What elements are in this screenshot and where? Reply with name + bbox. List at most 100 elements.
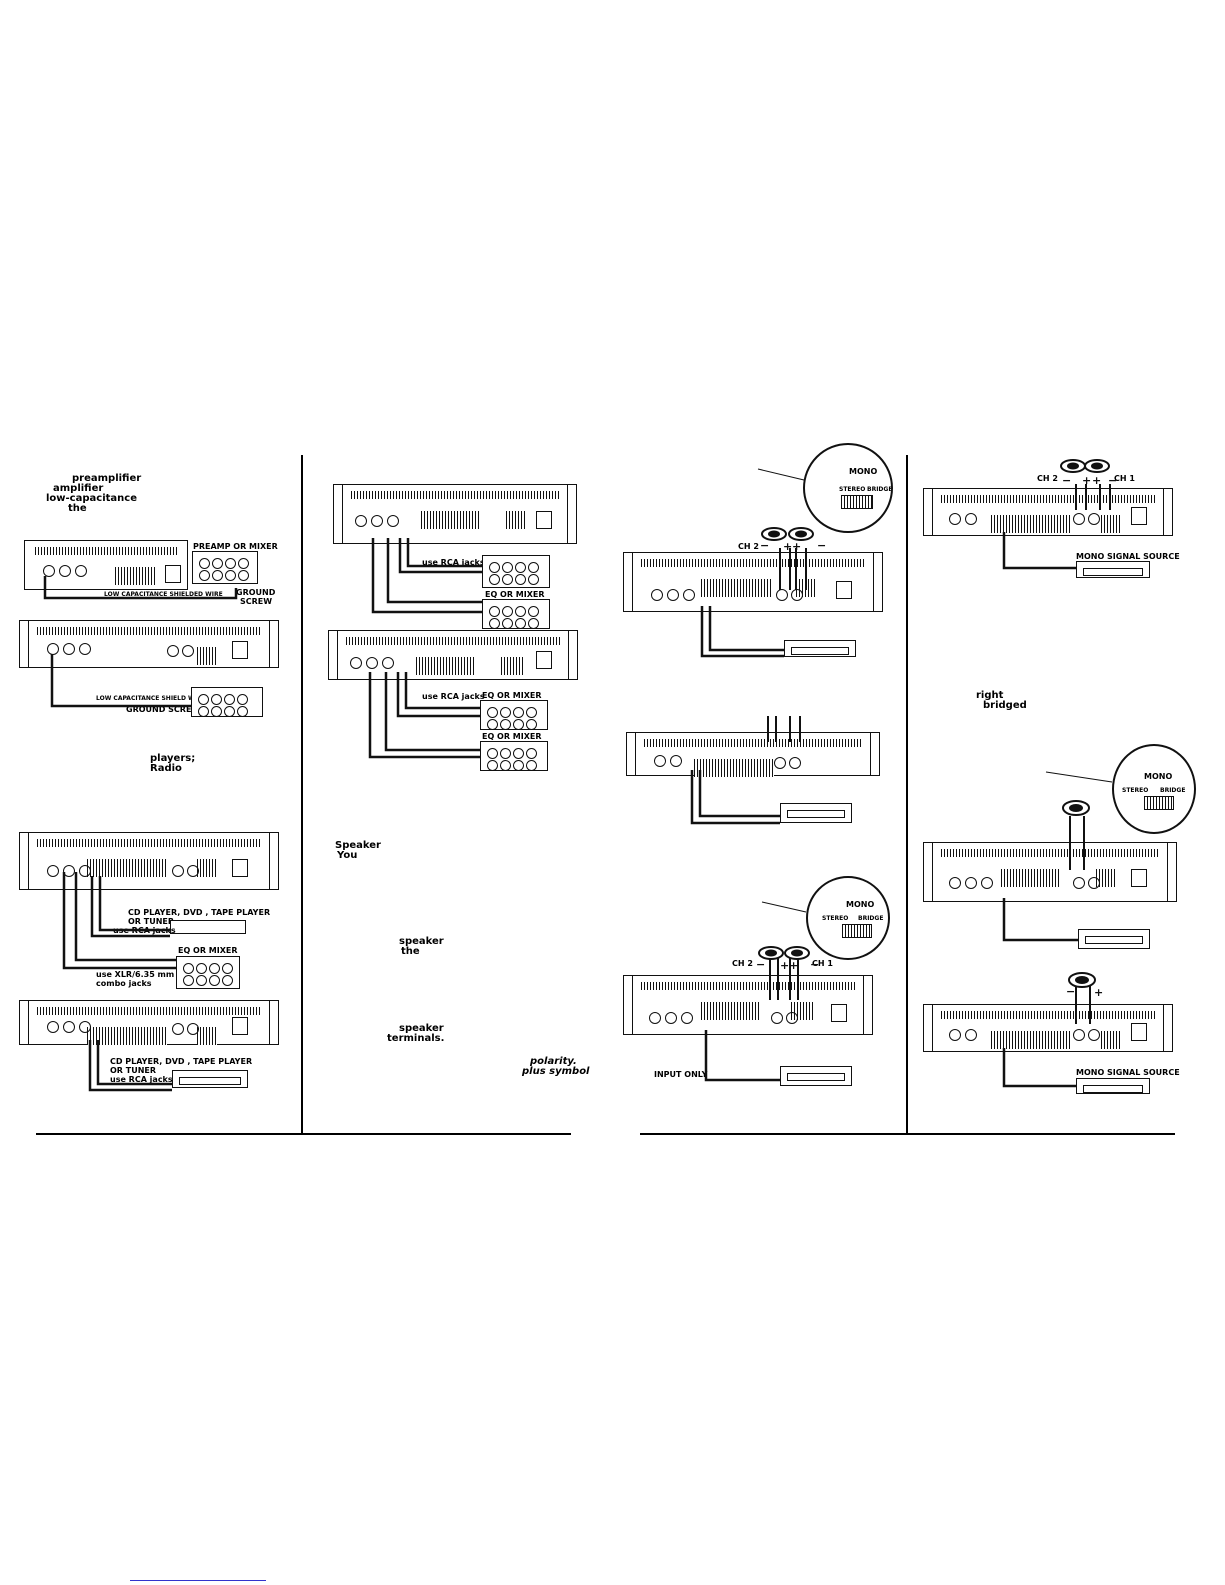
svg-text:+: + xyxy=(789,959,798,972)
footer-rule-right xyxy=(640,1133,1175,1135)
footer-link-underline[interactable] xyxy=(130,1580,266,1581)
stereo-bridge-switch[interactable] xyxy=(842,924,872,938)
amplifier-rear-panel xyxy=(623,975,873,1035)
label-ch2: CH 2 xyxy=(1037,474,1058,483)
signal-source-box xyxy=(780,803,852,823)
label-cd-player: CD PLAYER, DVD , TAPE PLAYER xyxy=(128,908,271,917)
mode-switch-magnifier: MONO STEREO BRIDGE xyxy=(1112,744,1196,834)
mono-signal-source-box xyxy=(1076,1078,1150,1094)
switch-label-bridge: BRIDGE xyxy=(867,486,893,493)
label-eq-or-mixer: EQ OR MIXER xyxy=(178,946,238,955)
svg-text:+: + xyxy=(792,540,801,553)
label-ground: GROUND xyxy=(236,588,276,597)
label-eq-or-mixer: EQ OR MIXER xyxy=(482,732,542,741)
label-screw: SCREW xyxy=(240,597,273,606)
text-polarity: polarity. xyxy=(530,1056,577,1067)
intro-text-amplifier: amplifier xyxy=(53,483,104,494)
label-ch1: CH 1 xyxy=(1114,474,1135,483)
column-divider-right xyxy=(906,455,908,1135)
cd-player-box xyxy=(170,920,246,934)
amplifier-rear-panel xyxy=(328,630,578,680)
column-divider-left xyxy=(301,455,303,1135)
switch-label-stereo: STEREO xyxy=(839,486,866,493)
switch-label-mono: MONO xyxy=(1144,772,1173,781)
label-combo-jacks: combo jacks xyxy=(96,979,152,988)
amplifier-rear-panel xyxy=(923,842,1177,902)
label-ground-screw: GROUND SCREW xyxy=(126,705,201,714)
signal-source-box xyxy=(780,1066,852,1086)
switch-label-bridge: BRIDGE xyxy=(1160,787,1186,794)
switch-label-mono: MONO xyxy=(846,900,875,909)
text-radio: Radio xyxy=(150,763,182,774)
svg-text:−: − xyxy=(760,539,769,552)
mode-switch-magnifier: MONO STEREO BRIDGE xyxy=(803,443,893,533)
label-use-rca-jacks: use RCA jacks xyxy=(422,558,485,567)
label-shield-wire: LOW CAPACITANCE SHIELD WIRE xyxy=(96,695,206,702)
label-ch2: CH 2 xyxy=(738,542,759,551)
amplifier-rear-panel xyxy=(24,540,188,590)
signal-source-box xyxy=(1078,929,1150,949)
intro-text-the: the xyxy=(68,503,87,514)
label-shielded-wire: LOW CAPACITANCE SHIELDED WIRE xyxy=(104,591,223,598)
svg-text:−: − xyxy=(817,539,826,552)
mode-switch-magnifier: MONO STEREO BRIDGE xyxy=(806,876,890,960)
svg-text:+: + xyxy=(780,959,789,972)
text-bridged: bridged xyxy=(983,700,1027,711)
label-or-tuner: OR TUNER xyxy=(128,917,175,926)
svg-text:+: + xyxy=(1082,474,1091,487)
label-use-rca-jacks: use RCA jacks xyxy=(422,692,485,701)
svg-text:+: + xyxy=(1092,474,1101,487)
text-right: right xyxy=(976,690,1004,701)
label-ch2: CH 2 xyxy=(732,959,753,968)
amplifier-rear-panel xyxy=(923,488,1173,536)
label-mono-signal-source: MONO SIGNAL SOURCE xyxy=(1076,552,1180,561)
text-the: the xyxy=(401,946,420,957)
label-preamp-or-mixer: PREAMP OR MIXER xyxy=(193,542,278,551)
text-plus-symbol: plus symbol xyxy=(522,1066,590,1077)
signal-source-box xyxy=(784,640,856,657)
amplifier-rear-panel xyxy=(19,832,279,890)
text-players: players; xyxy=(150,753,196,764)
cd-player-box xyxy=(172,1070,248,1088)
svg-text:+: + xyxy=(783,540,792,553)
intro-text-low-capacitance: low-capacitance xyxy=(46,493,137,504)
stereo-bridge-switch[interactable] xyxy=(1144,796,1174,810)
stereo-bridge-switch[interactable] xyxy=(841,495,873,509)
preamp-box xyxy=(191,687,263,717)
label-mono-signal-source: MONO SIGNAL SOURCE xyxy=(1076,1068,1180,1077)
switch-label-stereo: STEREO xyxy=(1122,787,1149,794)
amplifier-rear-panel xyxy=(626,732,880,777)
amplifier-rear-panel xyxy=(19,1000,279,1045)
switch-label-mono: MONO xyxy=(849,467,878,476)
label-eq-or-mixer: EQ OR MIXER xyxy=(485,590,545,599)
amplifier-rear-panel xyxy=(19,620,279,668)
svg-text:−: − xyxy=(1062,474,1071,487)
text-speaker: speaker xyxy=(399,1023,444,1034)
label-use-rca-jacks: use RCA jacks xyxy=(110,1075,173,1084)
switch-label-stereo: STEREO xyxy=(822,915,849,922)
text-speaker: Speaker xyxy=(335,840,381,851)
label-or-tuner: OR TUNER xyxy=(110,1066,157,1075)
eq-or-mixer-box xyxy=(176,956,240,989)
svg-text:−: − xyxy=(756,958,765,971)
label-use-xlr: use XLR/6.35 mm xyxy=(96,970,175,979)
svg-text:+: + xyxy=(1094,986,1103,999)
amplifier-rear-panel xyxy=(923,1004,1173,1052)
amplifier-rear-panel xyxy=(333,484,577,544)
label-cd-player: CD PLAYER, DVD , TAPE PLAYER xyxy=(110,1057,253,1066)
svg-text:−: − xyxy=(1108,474,1117,487)
svg-text:−: − xyxy=(1066,985,1075,998)
intro-text-preamplifier: preamplifier xyxy=(72,473,142,484)
footer-rule-left xyxy=(36,1133,571,1135)
label-ch1: CH 1 xyxy=(812,959,833,968)
eq-or-mixer-box xyxy=(480,700,548,730)
amplifier-rear-panel xyxy=(623,552,883,612)
svg-text:−: − xyxy=(810,958,819,971)
eq-or-mixer-box xyxy=(482,599,550,629)
mono-signal-source-box xyxy=(1076,561,1150,578)
preamp-or-mixer-box xyxy=(192,551,258,584)
eq-or-mixer-box xyxy=(482,555,550,588)
switch-label-bridge: BRIDGE xyxy=(858,915,884,922)
label-eq-or-mixer: EQ OR MIXER xyxy=(482,691,542,700)
